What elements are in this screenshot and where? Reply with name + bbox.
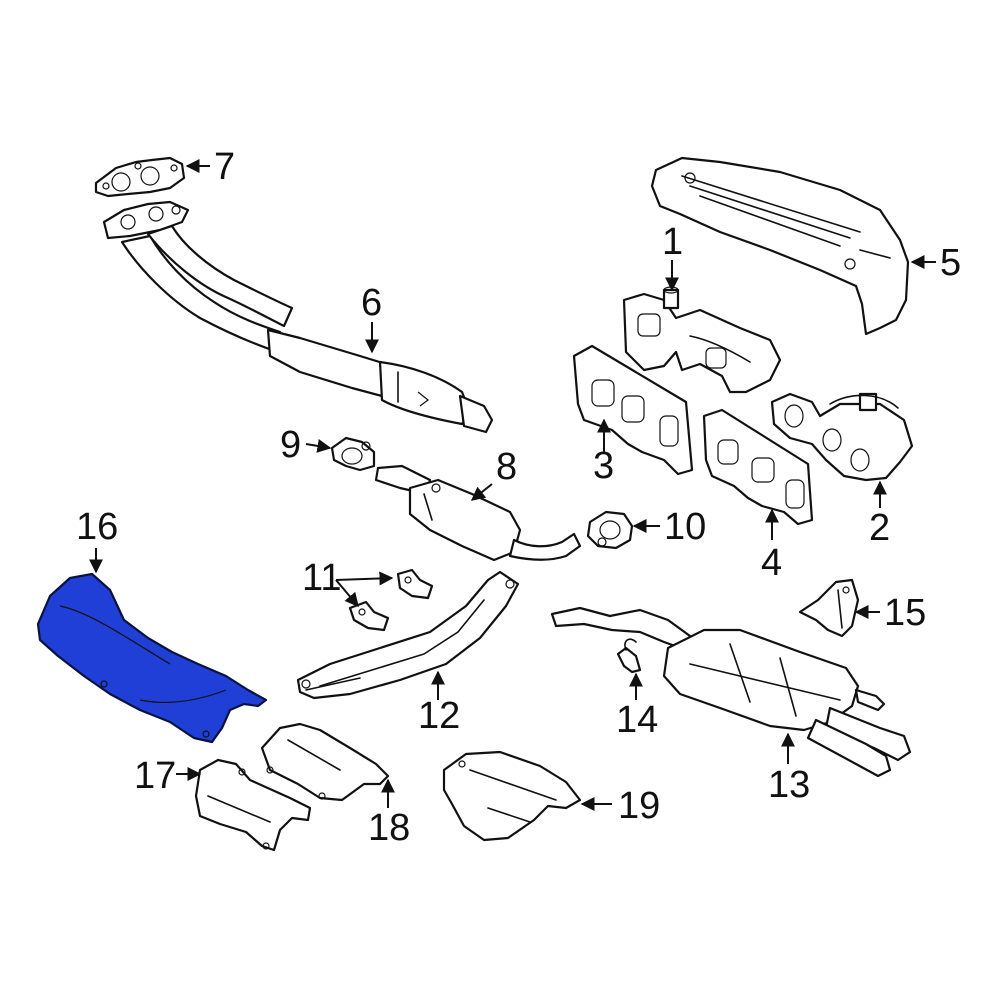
callout-15: 15 [884, 592, 926, 634]
part-14-hanger[interactable] [616, 638, 642, 674]
callout-16: 16 [76, 506, 118, 548]
part-3-manifold-gasket[interactable] [572, 344, 694, 476]
callout-19: 19 [618, 785, 660, 827]
part-7-gasket[interactable] [94, 156, 186, 198]
part-17-heat-shield[interactable] [194, 758, 312, 852]
callout-14: 14 [616, 699, 658, 741]
callout-4: 4 [761, 542, 782, 584]
callout-12: 12 [418, 695, 460, 737]
callout-10: 10 [664, 506, 706, 548]
leader-8 [470, 483, 493, 501]
part-13-rear-muffler[interactable] [550, 606, 912, 778]
part-11-hangers[interactable] [348, 568, 434, 632]
callout-11: 11 [302, 557, 341, 599]
callout-labels: 7 6 1 5 3 4 2 9 8 10 11 12 15 14 13 16 1… [76, 146, 961, 849]
callout-6: 6 [361, 282, 382, 324]
part-19-heat-shield[interactable] [442, 750, 582, 842]
part-9-clamp[interactable] [330, 436, 376, 472]
callout-13: 13 [768, 764, 810, 806]
part-15-bracket[interactable] [798, 578, 860, 638]
part-16-heat-shield[interactable] [36, 572, 268, 744]
callout-17: 17 [134, 755, 176, 797]
leader-11b [335, 579, 359, 608]
leader-11a [335, 571, 394, 586]
part-18-heat-shield[interactable] [260, 722, 390, 802]
part-10-clamp[interactable] [586, 510, 634, 550]
part-2-exhaust-manifold[interactable] [770, 392, 914, 482]
part-8-center-resonator[interactable] [374, 464, 582, 562]
part-6-front-pipe-converter[interactable] [102, 200, 494, 434]
part-5-heat-shield[interactable] [650, 156, 910, 336]
callout-9: 9 [280, 424, 301, 466]
callout-7: 7 [214, 146, 235, 188]
callout-8: 8 [496, 446, 517, 488]
callout-18: 18 [368, 807, 410, 849]
part-12-crossmember[interactable] [296, 570, 520, 700]
callout-5: 5 [940, 242, 961, 284]
part-1-exhaust-manifold[interactable] [622, 286, 782, 394]
callout-2: 2 [869, 507, 890, 549]
leader-lines [89, 159, 936, 811]
callout-3: 3 [593, 445, 614, 487]
leader-9 [305, 439, 332, 453]
callout-1: 1 [662, 221, 683, 263]
